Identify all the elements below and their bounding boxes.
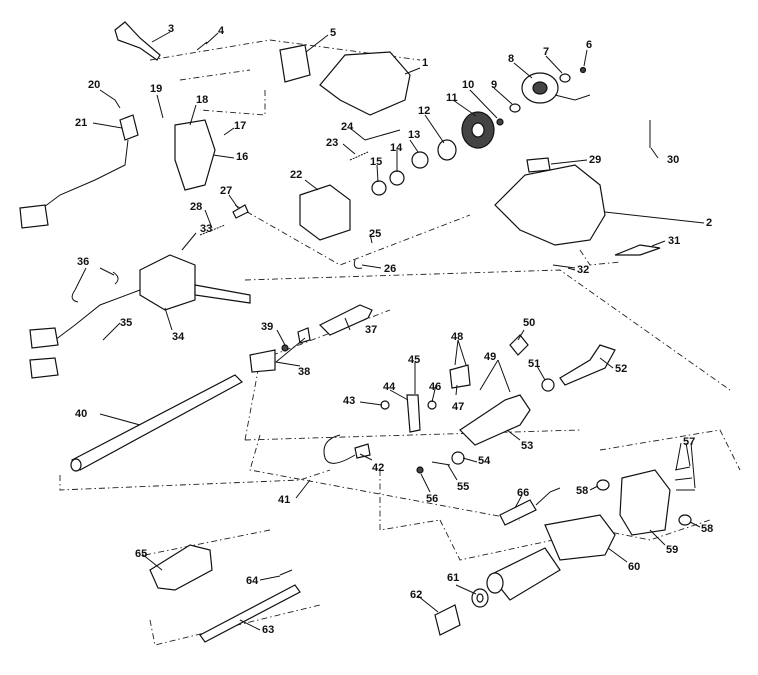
label-29: 29 bbox=[589, 154, 602, 166]
label-2: 2 bbox=[706, 217, 713, 229]
label-11: 11 bbox=[446, 92, 458, 104]
label-32: 32 bbox=[577, 264, 590, 276]
label-51: 51 bbox=[528, 358, 541, 370]
label-31: 31 bbox=[668, 235, 681, 247]
label-40: 40 bbox=[75, 408, 88, 420]
label-62: 62 bbox=[410, 589, 423, 601]
label-45: 45 bbox=[408, 354, 421, 366]
label-56: 56 bbox=[426, 493, 439, 505]
label-17: 17 bbox=[234, 120, 247, 132]
label-37: 37 bbox=[365, 324, 378, 336]
label-47: 47 bbox=[452, 401, 465, 413]
group-boundaries bbox=[59, 39, 741, 646]
label-5: 5 bbox=[330, 27, 337, 39]
label-38: 38 bbox=[298, 366, 311, 378]
label-23: 23 bbox=[326, 137, 339, 149]
label-18: 18 bbox=[196, 94, 209, 106]
label-21: 21 bbox=[75, 117, 88, 129]
label-10: 10 bbox=[462, 79, 475, 91]
label-42: 42 bbox=[372, 462, 385, 474]
label-43: 43 bbox=[343, 395, 356, 407]
label-20: 20 bbox=[88, 79, 101, 91]
label-60: 60 bbox=[628, 561, 641, 573]
label-36: 36 bbox=[77, 256, 90, 268]
label-39: 39 bbox=[261, 321, 274, 333]
label-19: 19 bbox=[150, 83, 163, 95]
label-50: 50 bbox=[523, 317, 536, 329]
label-66: 66 bbox=[517, 487, 530, 499]
label-46: 46 bbox=[429, 381, 442, 393]
label-8: 8 bbox=[508, 53, 515, 65]
label-13: 13 bbox=[408, 129, 421, 141]
label-22: 22 bbox=[290, 169, 303, 181]
label-3: 3 bbox=[168, 23, 175, 35]
label-57: 57 bbox=[683, 436, 696, 448]
label-30: 30 bbox=[667, 154, 680, 166]
part-shapes bbox=[19, 21, 695, 643]
label-41: 41 bbox=[278, 494, 291, 506]
label-48: 48 bbox=[451, 331, 464, 343]
label-61: 61 bbox=[447, 572, 460, 584]
label-24: 24 bbox=[341, 121, 354, 133]
label-63: 63 bbox=[262, 624, 275, 636]
label-28: 28 bbox=[190, 201, 203, 213]
label-27: 27 bbox=[220, 185, 233, 197]
leader-lines bbox=[74, 31, 705, 631]
label-1: 1 bbox=[422, 57, 429, 69]
label-35: 35 bbox=[120, 317, 133, 329]
label-34: 34 bbox=[172, 331, 185, 343]
label-54: 54 bbox=[478, 455, 491, 467]
label-59: 59 bbox=[666, 544, 679, 556]
label-15: 15 bbox=[370, 156, 383, 168]
label-58-top: 58 bbox=[576, 485, 589, 497]
label-4: 4 bbox=[218, 25, 225, 37]
label-16: 16 bbox=[236, 151, 249, 163]
label-44: 44 bbox=[383, 381, 396, 393]
label-14: 14 bbox=[390, 142, 403, 154]
label-7: 7 bbox=[543, 46, 550, 58]
label-33: 33 bbox=[200, 223, 213, 235]
label-53: 53 bbox=[521, 440, 534, 452]
label-49: 49 bbox=[484, 351, 497, 363]
label-58-bottom: 58 bbox=[701, 523, 714, 535]
label-55: 55 bbox=[457, 481, 470, 493]
label-26: 26 bbox=[384, 263, 397, 275]
label-52: 52 bbox=[615, 363, 628, 375]
label-64: 64 bbox=[246, 575, 259, 587]
label-65: 65 bbox=[135, 548, 148, 560]
label-6: 6 bbox=[586, 39, 593, 51]
label-12: 12 bbox=[418, 105, 431, 117]
label-25: 25 bbox=[369, 228, 382, 240]
label-9: 9 bbox=[491, 79, 498, 91]
